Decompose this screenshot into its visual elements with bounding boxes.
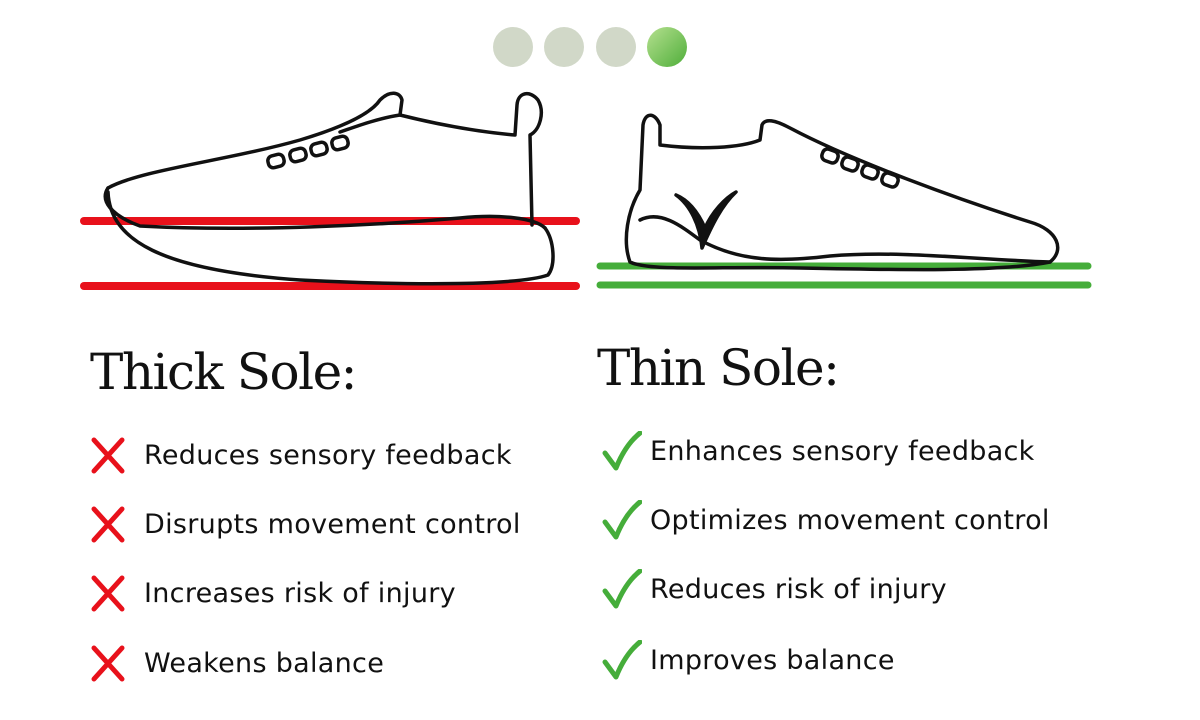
list-item: Reduces sensory feedback [88,435,512,475]
list-item: Disrupts movement control [88,504,521,544]
list-item: Optimizes movement control [602,500,1050,540]
list-item-text: Increases risk of injury [144,577,456,609]
list-item-text: Enhances sensory feedback [650,435,1035,467]
progress-dot-2 [544,27,584,67]
checkmark-icon [602,431,642,471]
checkmark-icon [602,500,642,540]
list-item-text: Disrupts movement control [144,508,521,540]
list-item: Increases risk of injury [88,573,456,613]
list-item: Enhances sensory feedback [602,431,1035,471]
list-item-text: Improves balance [650,644,895,676]
shoe-illustrations [80,91,1092,290]
brand-logo [674,190,738,250]
list-item: Reduces risk of injury [602,569,947,609]
checkmark-icon [602,569,642,609]
thick-sole-title: Thick Sole: [90,343,358,401]
x-icon [91,437,125,474]
x-icon [91,645,125,682]
list-item: Improves balance [602,640,895,680]
progress-dot-4-active [647,27,687,67]
list-item-text: Weakens balance [144,647,385,679]
progress-dot-1 [493,27,533,67]
list-item-text: Reduces risk of injury [650,573,947,605]
x-icon [91,575,125,612]
list-item-text: Reduces sensory feedback [144,439,512,471]
list-item: Weakens balance [88,643,384,683]
thin-sole-shoe-illustration [596,113,1092,289]
checkmark-icon [602,640,642,680]
thick-sole-shoe-illustration [80,91,580,290]
list-item-text: Optimizes movement control [650,504,1050,536]
progress-dot-3 [596,27,636,67]
thin-sole-title: Thin Sole: [597,339,840,397]
x-icon [91,506,125,543]
